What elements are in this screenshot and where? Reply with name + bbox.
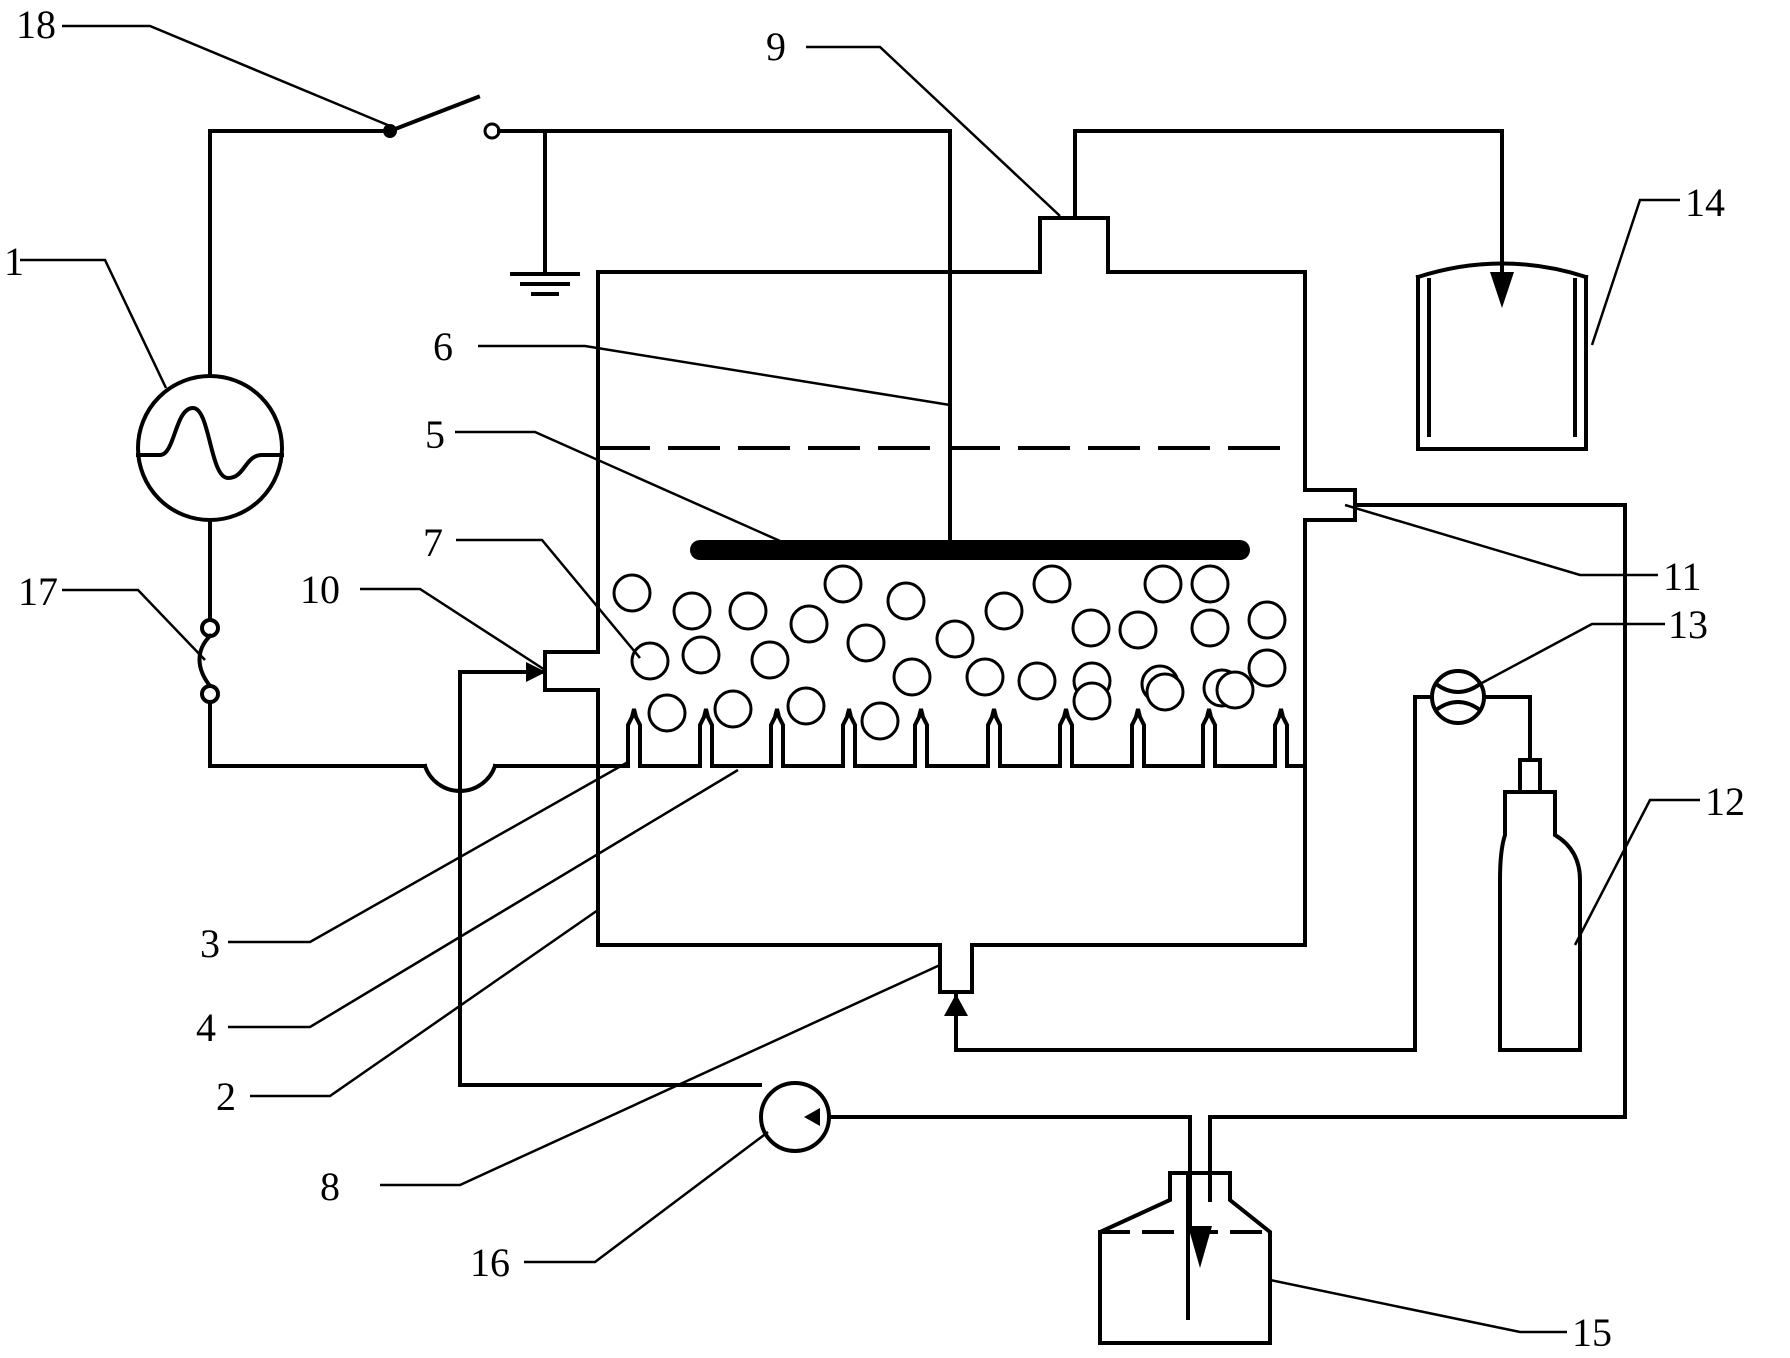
bubble (935, 619, 975, 659)
bubble (1032, 564, 1072, 604)
gas-outlet-line (1073, 129, 1514, 308)
label-13: 13 (1668, 602, 1708, 647)
ground-electrode-comb (623, 708, 1307, 768)
bubble (1190, 564, 1230, 604)
bubble (965, 657, 1005, 697)
electrical-circuit (136, 94, 952, 793)
inlet-arrow (526, 662, 546, 682)
bubble (786, 686, 826, 726)
bubble (846, 623, 886, 663)
bubble (728, 591, 768, 631)
label-8: 8 (320, 1164, 340, 1209)
label-11: 11 (1663, 554, 1702, 599)
collector-arrow (1188, 1226, 1212, 1268)
bubble (1247, 648, 1287, 688)
bubble (1145, 672, 1185, 712)
collector-bottle (1098, 1171, 1272, 1345)
leader-lines (20, 24, 1700, 1334)
bubble (630, 641, 670, 681)
ac-power-source (136, 374, 284, 522)
bubble (713, 689, 753, 729)
label-5: 5 (425, 412, 445, 457)
gas-bubbles (612, 564, 1287, 741)
label-18: 18 (16, 2, 56, 47)
label-15: 15 (1572, 1310, 1612, 1355)
bubble (984, 591, 1024, 631)
label-4: 4 (196, 1005, 216, 1050)
bubble (886, 581, 926, 621)
label-10: 10 (300, 567, 340, 612)
bubble (823, 564, 863, 604)
bubble (1118, 610, 1158, 650)
label-2: 2 (216, 1074, 236, 1119)
sine-wave-icon (136, 405, 284, 481)
bubble (1247, 600, 1287, 640)
label-12: 12 (1705, 779, 1745, 824)
label-17: 17 (18, 569, 58, 614)
bubble (1190, 608, 1230, 648)
bubble (612, 573, 652, 613)
bubble (750, 640, 790, 680)
label-16: 16 (470, 1240, 510, 1285)
fuse-icon (197, 618, 220, 704)
bubble (1072, 681, 1112, 721)
bubble (647, 693, 687, 733)
bubble (1215, 670, 1255, 710)
absorption-beaker (1415, 261, 1589, 451)
label-1: 1 (4, 239, 24, 284)
label-6: 6 (433, 324, 453, 369)
gas-supply-line (944, 669, 1582, 1052)
ground-icon (510, 272, 580, 296)
bubble (860, 701, 900, 741)
label-9: 9 (766, 24, 786, 69)
label-7: 7 (423, 520, 443, 565)
label-14: 14 (1685, 180, 1725, 225)
component-labels: 18 9 14 1 6 5 7 10 17 11 13 12 3 4 2 8 1… (4, 2, 1745, 1355)
bubble (1071, 608, 1111, 648)
recirculation-loop (458, 662, 1192, 1153)
switch-contact (483, 122, 501, 140)
bubble (789, 604, 829, 644)
reactor-vessel (543, 216, 1357, 994)
bubble (892, 657, 932, 697)
bubble (681, 635, 721, 675)
switch-blade (387, 94, 481, 134)
gas-cylinder-icon (1498, 758, 1582, 1052)
label-3: 3 (200, 921, 220, 966)
bubble (1017, 661, 1057, 701)
valve-icon (1430, 669, 1486, 725)
gas-inlet-arrow (944, 994, 968, 1016)
bubble (672, 591, 712, 631)
bubble (1143, 564, 1183, 604)
pump-icon (759, 1081, 831, 1153)
